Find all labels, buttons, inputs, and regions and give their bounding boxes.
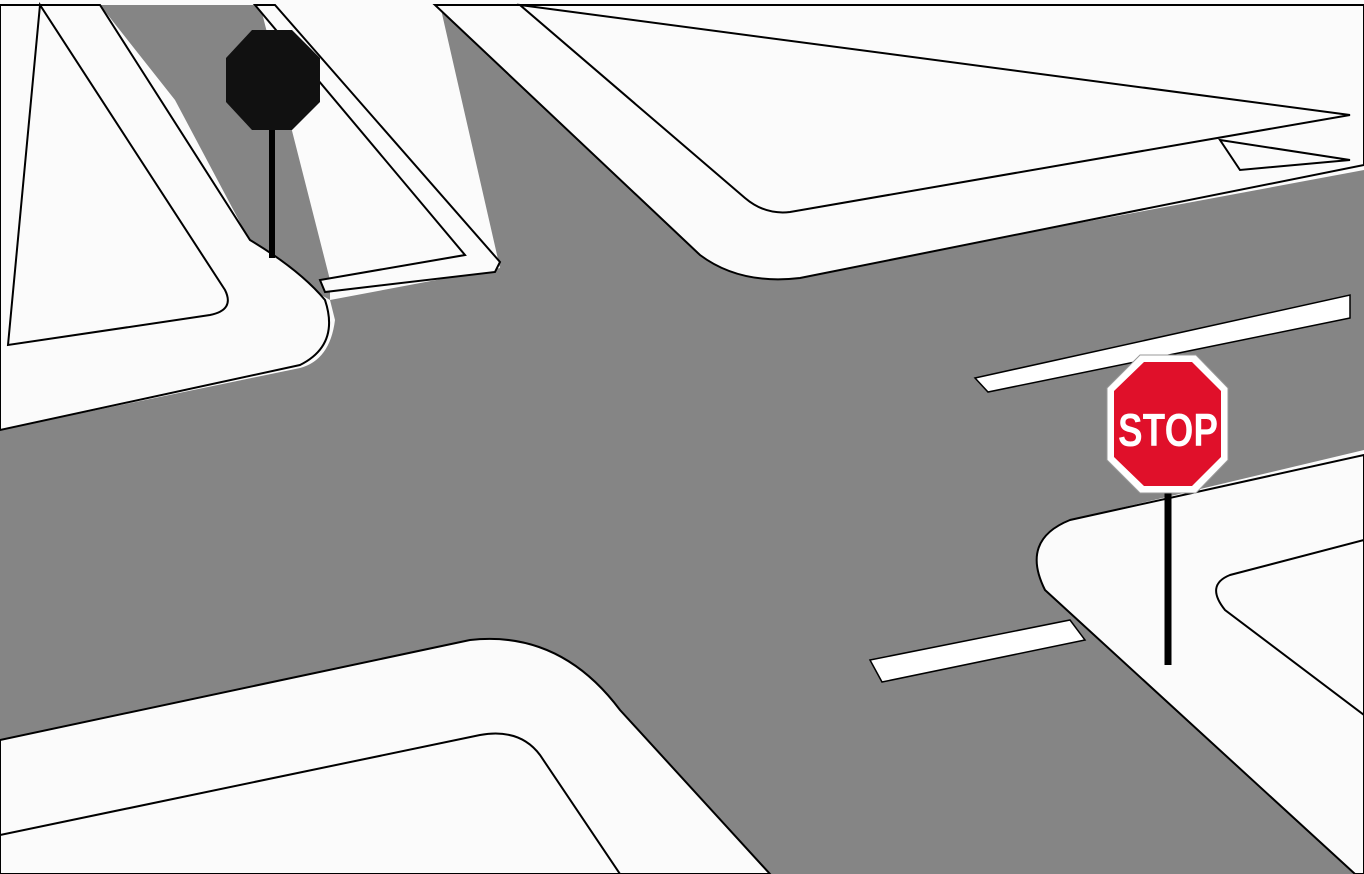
stop-sign-back-octagon xyxy=(226,30,320,130)
stop-sign-label: STOP xyxy=(1118,404,1218,456)
